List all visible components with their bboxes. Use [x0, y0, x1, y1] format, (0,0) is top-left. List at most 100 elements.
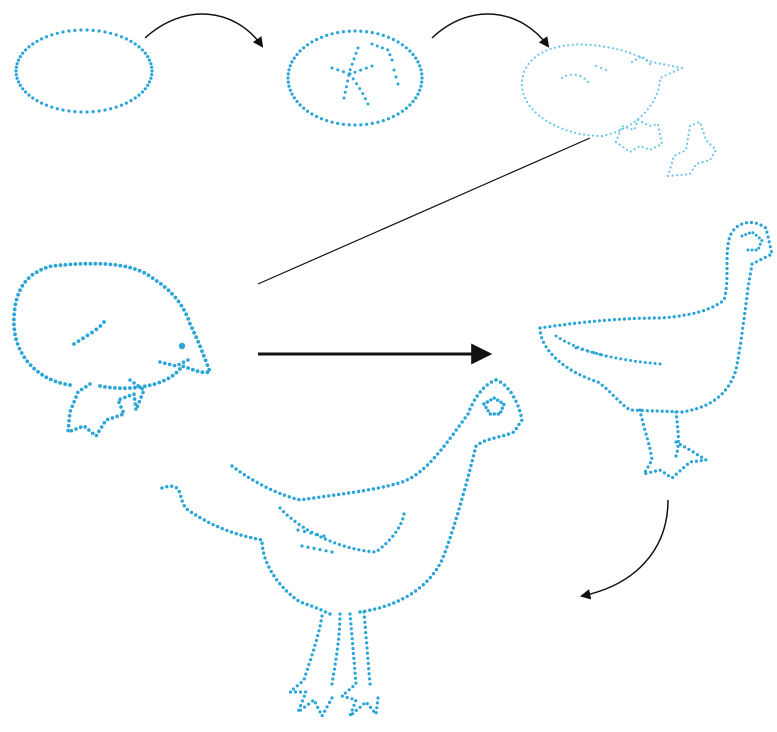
dot — [678, 152, 680, 154]
dot — [601, 135, 603, 137]
dot — [764, 256, 767, 259]
dot — [574, 371, 577, 374]
dot — [645, 123, 647, 125]
dot — [352, 547, 355, 550]
dot — [675, 473, 678, 476]
dot — [94, 262, 98, 266]
dot — [139, 395, 143, 399]
dot — [391, 59, 394, 62]
dot — [765, 231, 768, 234]
dot — [687, 134, 689, 136]
dot — [537, 54, 539, 56]
dot — [550, 353, 553, 356]
dot — [493, 412, 496, 415]
dot — [158, 360, 162, 364]
dot — [182, 360, 186, 364]
dot — [350, 632, 353, 635]
dot — [293, 96, 296, 99]
dot — [545, 120, 547, 122]
dot — [15, 298, 19, 302]
dot — [729, 233, 732, 236]
dot — [336, 122, 339, 125]
dot — [336, 648, 339, 651]
dot — [375, 706, 378, 709]
dot — [597, 381, 600, 384]
dot — [558, 324, 561, 327]
dot — [21, 87, 24, 90]
dot — [401, 597, 404, 600]
dot — [701, 128, 703, 130]
dot — [293, 57, 296, 60]
dot — [648, 317, 651, 320]
dot — [418, 470, 421, 473]
dot — [619, 401, 622, 404]
dot — [647, 442, 650, 445]
dot — [191, 368, 195, 372]
dot — [150, 73, 153, 76]
dot — [295, 100, 298, 103]
dot — [376, 32, 379, 35]
dot — [422, 467, 425, 470]
dot — [194, 513, 197, 516]
dot — [159, 282, 163, 286]
dot — [630, 150, 632, 152]
dot — [16, 293, 20, 297]
dot — [384, 542, 387, 545]
dot — [554, 357, 557, 360]
dot — [561, 77, 563, 79]
dot — [704, 404, 707, 407]
dot — [302, 498, 305, 501]
dot — [503, 383, 506, 386]
dot — [181, 499, 184, 502]
dot — [676, 420, 679, 423]
dot — [656, 409, 659, 412]
dot — [583, 321, 586, 324]
dot — [517, 423, 520, 426]
dot — [397, 83, 400, 86]
dot — [639, 413, 642, 416]
dot — [483, 439, 486, 442]
dot — [367, 550, 370, 553]
dot — [420, 76, 423, 79]
dot — [595, 352, 598, 355]
dot — [391, 483, 394, 486]
dot — [676, 174, 678, 176]
dot — [136, 405, 140, 409]
dot — [306, 43, 309, 46]
dot — [352, 652, 355, 655]
dot — [72, 342, 76, 346]
dot — [473, 399, 476, 402]
dot — [148, 59, 151, 62]
dot — [710, 158, 712, 160]
dot — [198, 345, 202, 349]
dot — [323, 710, 326, 713]
dot — [83, 425, 87, 429]
dot — [303, 677, 306, 680]
dot — [530, 59, 532, 61]
dot — [674, 454, 677, 457]
dot — [630, 123, 632, 125]
dot — [351, 642, 354, 645]
dot — [63, 382, 67, 386]
chick-icon — [12, 262, 211, 437]
dot — [447, 541, 450, 544]
dot — [747, 249, 750, 252]
dot — [665, 74, 667, 76]
dot — [198, 516, 201, 519]
dot — [326, 705, 329, 708]
dot — [328, 701, 331, 704]
dot — [282, 510, 285, 513]
dot — [342, 30, 345, 33]
dot — [298, 523, 301, 526]
dot — [650, 148, 652, 150]
dot — [622, 404, 625, 407]
dot — [267, 565, 270, 568]
dot — [387, 603, 390, 606]
dot — [49, 378, 53, 382]
dot — [608, 390, 611, 393]
dot — [358, 610, 361, 613]
dot — [344, 91, 347, 94]
dot — [132, 381, 136, 385]
dot — [422, 583, 425, 586]
dot — [572, 344, 575, 347]
